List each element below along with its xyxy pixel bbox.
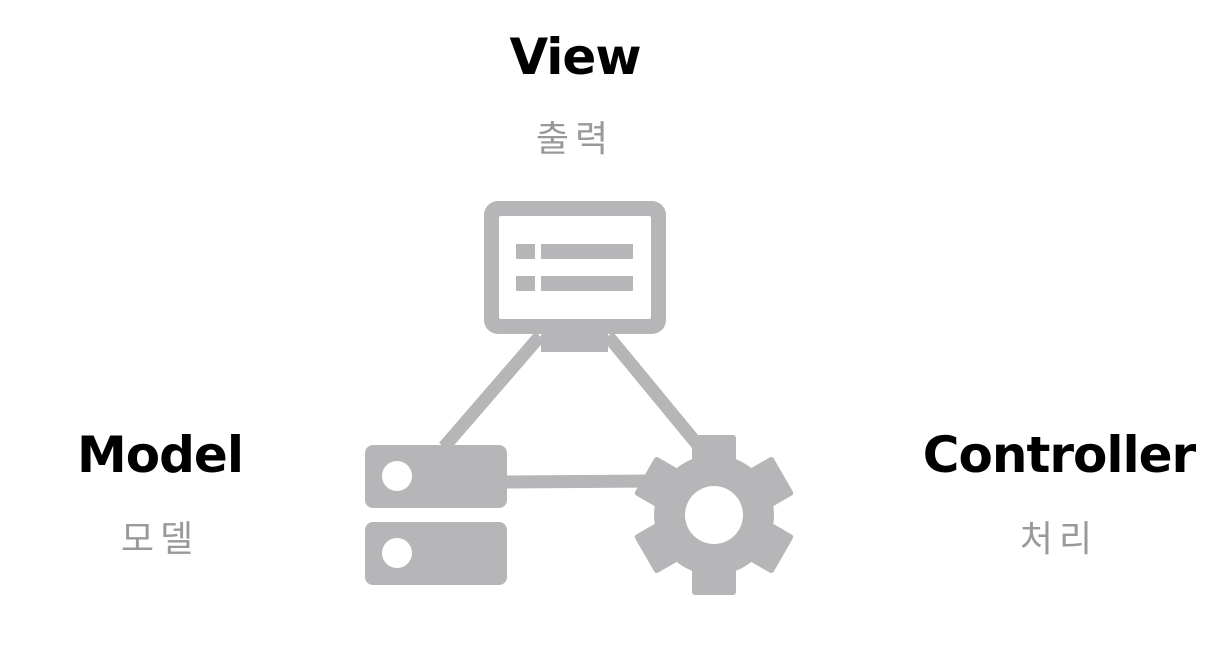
- view-title: View: [509, 28, 641, 86]
- connector-model-controller: [504, 474, 651, 489]
- connector-lines: [439, 331, 708, 489]
- server-icon: [365, 445, 507, 585]
- connector-view-model: [439, 331, 545, 452]
- controller-subtitle: 처리: [1019, 519, 1099, 560]
- gear-icon: [634, 435, 794, 595]
- model-subtitle: 모델: [120, 519, 200, 560]
- view-subtitle: 출력: [535, 119, 615, 160]
- controller-title: Controller: [922, 426, 1196, 484]
- monitor-icon: [484, 201, 666, 352]
- model-title: Model: [77, 426, 244, 484]
- connector-view-controller: [602, 331, 708, 455]
